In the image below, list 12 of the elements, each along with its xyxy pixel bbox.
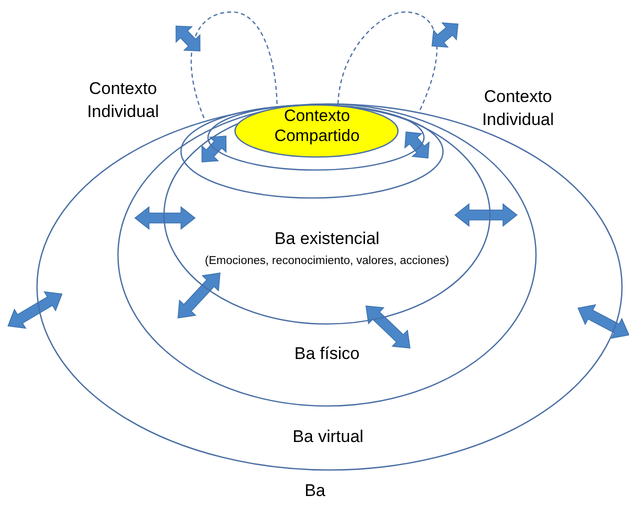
- context-label: Contexto Individual: [481, 86, 555, 131]
- context-label: Contexto Individual: [86, 78, 160, 123]
- shared-context-ellipse: [235, 105, 398, 157]
- ellipse-label: Ba físico: [294, 344, 360, 364]
- ellipse-label: Ba existencial: [274, 229, 380, 250]
- ellipse-label: Ba virtual: [292, 427, 364, 448]
- ellipse-label: Contexto Compartido: [273, 107, 361, 147]
- context-ellipse: [37, 104, 622, 470]
- context-ellipse: [208, 105, 424, 170]
- context-ellipse: [181, 105, 443, 198]
- diagram-label: Ba: [304, 480, 326, 502]
- ellipse-sublabel: (Emociones, reconocimiento, valores, acciones): [204, 255, 450, 269]
